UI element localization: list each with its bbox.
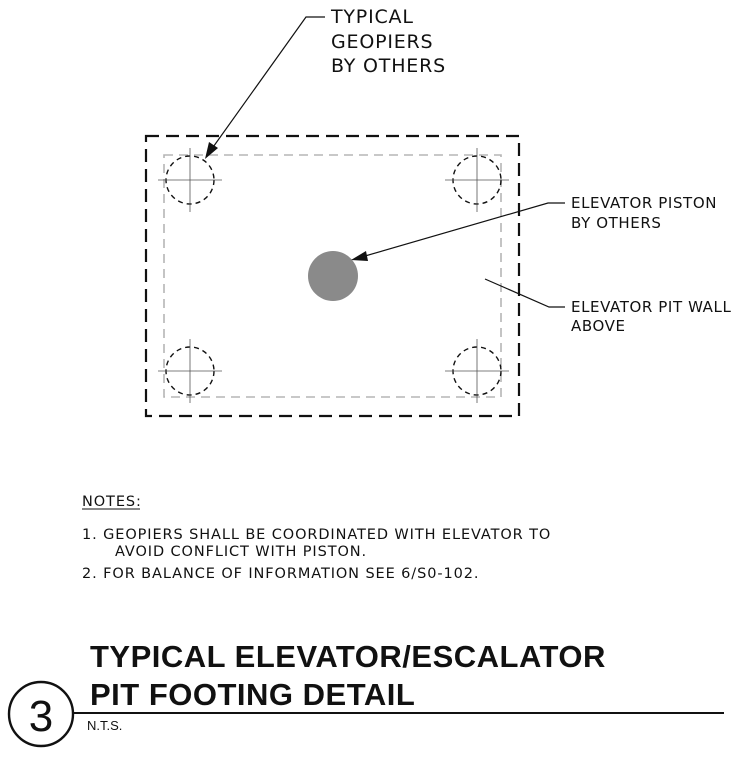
notes-block: NOTES: 1. GEOPIERS SHALL BE COORDINATED … — [82, 494, 551, 582]
pit-wall-outline — [163, 154, 502, 398]
pit-wall-callout: ELEVATOR PIT WALL ABOVE — [571, 298, 731, 335]
note-1-line-2: AVOID CONFLICT WITH PISTON. — [115, 544, 367, 560]
geopiers-callout: TYPICAL GEOPIERS BY OTHERS — [330, 6, 446, 77]
pit-wall-leader — [484, 278, 565, 308]
notes-heading: NOTES: — [82, 494, 142, 510]
detail-title-line-1: TYPICAL ELEVATOR/ESCALATOR — [90, 639, 606, 674]
geopiers-callout-line-2: GEOPIERS — [331, 31, 433, 53]
title-block: 3 TYPICAL ELEVATOR/ESCALATOR PIT FOOTING… — [7, 639, 724, 748]
geopiers-leader — [205, 16, 325, 159]
pit-wall-callout-line-2: ABOVE — [571, 317, 626, 335]
piston-callout-line-2: BY OTHERS — [571, 214, 661, 232]
geopier-top-left — [158, 148, 222, 212]
geopiers-callout-line-3: BY OTHERS — [331, 55, 446, 77]
elevator-piston — [308, 251, 358, 301]
piston-callout-line-1: ELEVATOR PISTON — [571, 194, 717, 212]
footing-outline — [144, 134, 521, 418]
piston-leader — [351, 202, 565, 261]
geopier-top-right — [445, 148, 509, 212]
detail-number: 3 — [29, 692, 53, 741]
note-1-line-1: 1. GEOPIERS SHALL BE COORDINATED WITH EL… — [82, 527, 551, 543]
geopier-bottom-left — [158, 339, 222, 403]
geopiers-callout-line-1: TYPICAL — [330, 6, 414, 28]
scale-label: N.T.S. — [87, 718, 122, 733]
geopier-bottom-right — [445, 339, 509, 403]
detail-title-line-2: PIT FOOTING DETAIL — [90, 677, 415, 712]
note-2: 2. FOR BALANCE OF INFORMATION SEE 6/S0-1… — [82, 566, 479, 582]
pit-wall-callout-line-1: ELEVATOR PIT WALL — [571, 298, 731, 316]
piston-callout: ELEVATOR PISTON BY OTHERS — [571, 194, 717, 232]
